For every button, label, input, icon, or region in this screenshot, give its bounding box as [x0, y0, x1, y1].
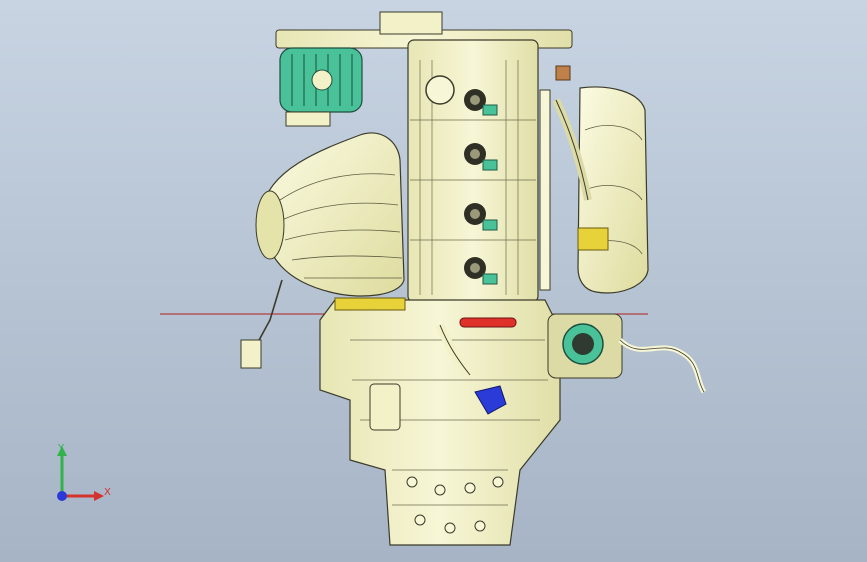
top-bracket [379, 11, 443, 35]
ignition-coils [464, 89, 498, 285]
red-hose [459, 317, 517, 328]
y-axis-label: Y [58, 443, 65, 454]
view-orientation-triad: Y X [48, 440, 118, 510]
transmission-housing [319, 299, 561, 546]
starter-motor [369, 383, 401, 431]
sensor-connector [240, 339, 262, 369]
housing-bolts [406, 476, 504, 534]
sensor-cable-left [257, 279, 283, 343]
block-ribs [410, 60, 536, 295]
oil-filler-cap [425, 75, 455, 105]
z-axis-dot [57, 491, 67, 501]
exhaust-flange [577, 227, 609, 251]
alternator [279, 47, 363, 127]
throttle-body [547, 313, 623, 379]
throttle-inlet [255, 190, 285, 260]
fuel-rail [539, 89, 551, 291]
tan-fitting [555, 65, 571, 81]
oil-pan-rail [334, 297, 406, 311]
x-axis-label: X [104, 487, 111, 498]
intake-runners [279, 173, 403, 279]
blue-sensor [474, 385, 507, 415]
